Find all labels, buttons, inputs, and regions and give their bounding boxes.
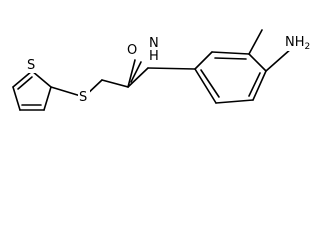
amide-hydrogen-label: H	[149, 49, 159, 64]
atom-labels: S S O N H NH2	[26, 33, 323, 105]
thioether-sulfur-label: S	[79, 90, 87, 105]
amine-label: NH2	[285, 35, 310, 52]
amide-nitrogen-label: N	[149, 36, 159, 51]
thiophene-ring	[12, 70, 52, 111]
molecule-structure: S S O N H NH2	[12, 29, 323, 111]
benzene-ring	[147, 29, 293, 104]
amine-nh-text: NH	[285, 35, 305, 50]
side-chain	[50, 59, 149, 98]
ring-sulfur-label: S	[27, 58, 35, 73]
carbonyl-oxygen-label: O	[127, 43, 137, 58]
amine-subscript-2: 2	[305, 42, 311, 52]
